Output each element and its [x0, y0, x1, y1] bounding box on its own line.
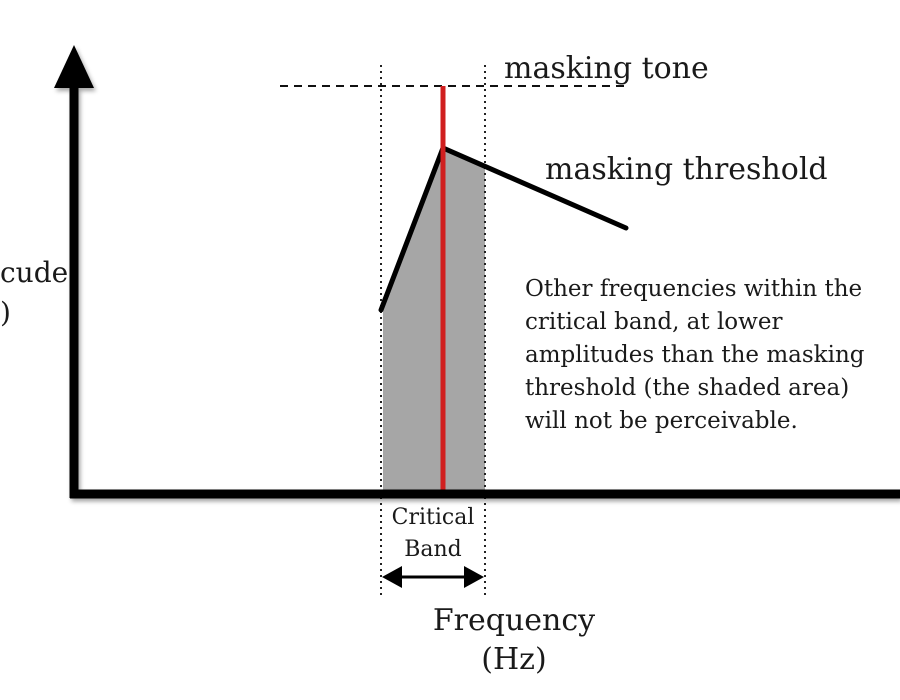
arrow-left-icon — [382, 566, 402, 588]
note-line: amplitudes than the masking — [525, 342, 865, 368]
y-axis-arrow-icon — [54, 45, 94, 88]
shaded-area — [383, 150, 485, 490]
note-line: will not be perceivable. — [525, 408, 798, 434]
amplitude-label-line1: cude — [0, 256, 68, 289]
frequency-label-line1: Frequency — [433, 603, 595, 638]
note-line: Other frequencies within the — [525, 276, 862, 302]
masking-tone-label: masking tone — [504, 51, 709, 86]
arrow-right-icon — [464, 566, 484, 588]
explanatory-note: Other frequencies within the critical ba… — [525, 276, 865, 434]
note-line: critical band, at lower — [525, 309, 782, 335]
amplitude-label-line2: ) — [0, 296, 11, 329]
masking-threshold-label: masking threshold — [545, 152, 828, 187]
critical-band-label-line1: Critical — [392, 505, 475, 530]
critical-band-width-arrow — [382, 566, 484, 588]
critical-band-label-line2: Band — [404, 537, 462, 562]
note-line: threshold (the shaded area) — [525, 375, 849, 401]
axes — [54, 45, 900, 499]
frequency-label-line2: (Hz) — [481, 642, 546, 677]
